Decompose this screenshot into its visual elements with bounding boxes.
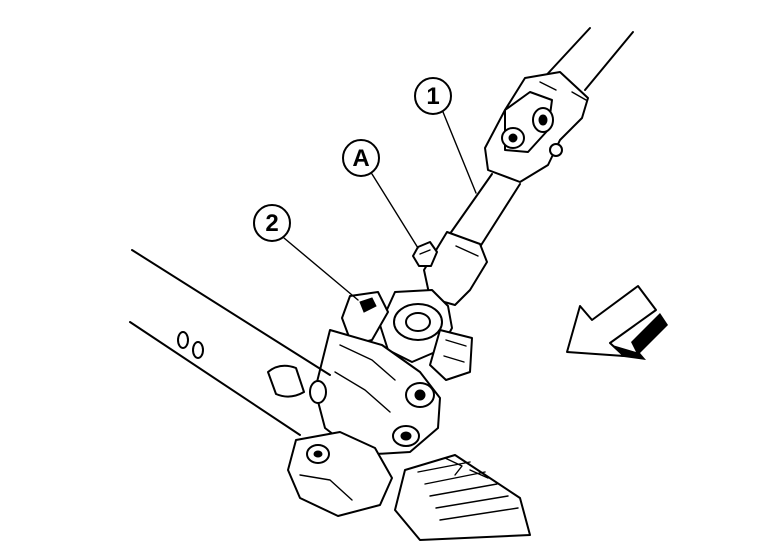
callout-1-label: 1	[426, 83, 439, 110]
callout-a: A	[342, 139, 419, 249]
callout-2-label: 2	[265, 210, 278, 237]
steering-rack-tube	[129, 249, 331, 436]
lower-shaft	[423, 173, 521, 306]
callout-1: 1	[414, 77, 477, 194]
bolt-a	[412, 241, 438, 267]
rack-mount-bracket	[287, 431, 393, 517]
front-direction-arrow-icon	[566, 285, 668, 360]
callout-2: 2	[253, 204, 359, 301]
universal-joint	[484, 71, 589, 183]
callout-a-label: A	[352, 145, 369, 172]
rack-boot	[394, 454, 531, 541]
pinion-housing	[314, 289, 473, 456]
